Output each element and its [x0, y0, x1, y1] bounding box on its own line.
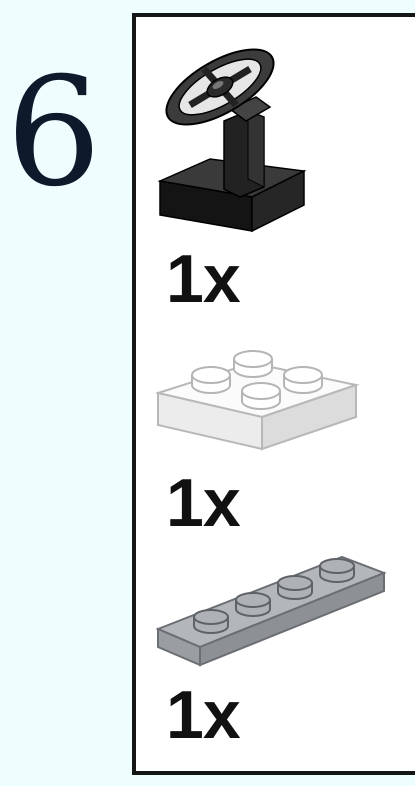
step-number: 6	[6, 58, 101, 208]
part-quantity: 1x	[166, 469, 240, 537]
white-2x2-plate-icon	[156, 337, 366, 457]
part-quantity: 1x	[166, 681, 240, 749]
light-gray-1x4-plate-icon	[156, 535, 388, 675]
part-quantity: 1x	[166, 245, 240, 313]
parts-list-panel: 1x 1x	[132, 13, 415, 775]
black-steering-wheel-on-stand-icon	[152, 39, 312, 239]
